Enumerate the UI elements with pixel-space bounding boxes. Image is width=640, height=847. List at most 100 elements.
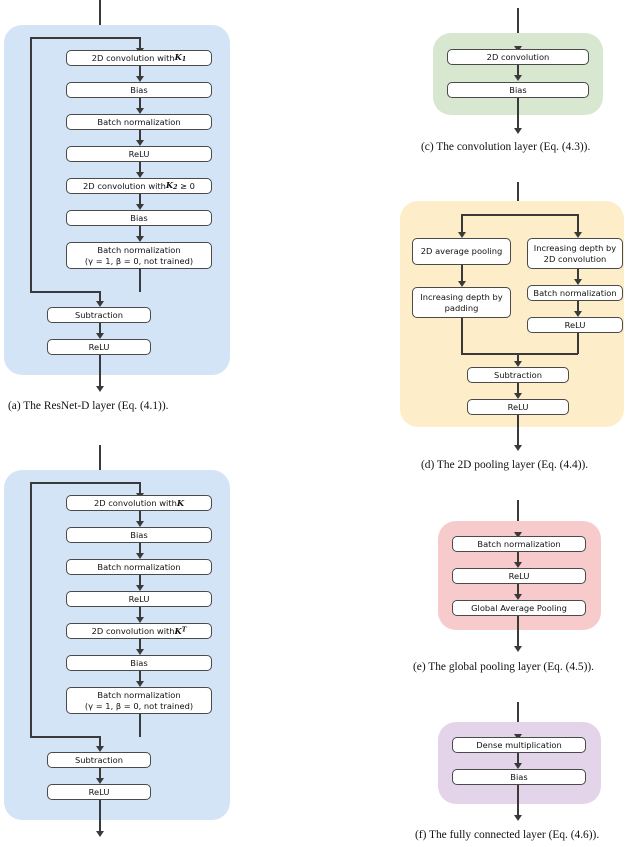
panel-d-arrowhead-right-2 (573, 311, 582, 317)
panel-a-link-2 (139, 98, 141, 110)
caption-f: (f) The fully connected layer (Eq. (4.6)… (415, 829, 600, 841)
panel-b-node-relu1-label: ReLU (128, 593, 150, 604)
panel-d-arrowhead-right-branch (573, 232, 582, 238)
panel-b-node-conv1[interactable]: 2D convolution with K (66, 495, 212, 511)
panel-d-link-right-1 (577, 269, 579, 281)
panel-e-node-bn[interactable]: Batch normalization (452, 536, 586, 552)
panel-b-node-bn1-label: Batch normalization (97, 561, 181, 572)
panel-a-arrowhead-5 (135, 204, 144, 210)
panel-b-skip-bottom (30, 736, 100, 738)
panel-a-arrowhead-8 (95, 333, 104, 339)
panel-a-node-relu1-label: ReLU (128, 148, 150, 159)
panel-a-output-line (99, 355, 101, 388)
panel-d-output-arrowhead (513, 445, 522, 451)
panel-a-node-bias1-label: Bias (130, 84, 148, 95)
panel-a-node-relu2-label: ReLU (88, 341, 110, 352)
panel-e-arrowhead-2 (513, 594, 522, 600)
panel-a-node-bias2-label: Bias (130, 212, 148, 223)
panel-e-input-arrowhead (513, 532, 522, 538)
panel-b-node-bn2-label: Batch normalization (97, 690, 181, 701)
panel-d-node-relu1[interactable]: ReLU (527, 317, 623, 333)
panel-b-node-relu1[interactable]: ReLU (66, 591, 212, 607)
panel-b-node-conv1-label: 2D convolution with (93, 497, 177, 508)
panel-a-node-bias1[interactable]: Bias (66, 82, 212, 98)
panel-e-node-gap[interactable]: Global Average Pooling (452, 600, 586, 616)
caption-c: (c) The convolution layer (Eq. (4.3)). (421, 141, 591, 153)
panel-a-node-conv2-label: 2D convolution with (83, 180, 166, 191)
panel-b-node-bn2[interactable]: Batch normalization (γ = 1, β = 0, not t… (66, 687, 212, 714)
panel-d-node-bn[interactable]: Batch normalization (527, 285, 623, 301)
caption-d: (d) The 2D pooling layer (Eq. (4.4)). (421, 459, 589, 471)
panel-d-link-left-1 (461, 265, 463, 283)
panel-a-skip-bottom (30, 291, 100, 293)
panel-c-node-conv-label: 2D convolution (486, 51, 550, 62)
panel-a-arrowhead-6 (135, 236, 144, 242)
panel-c-output-arrowhead (513, 128, 522, 134)
panel-b-node-bias2-label: Bias (130, 657, 148, 668)
panel-a-arrowhead-1 (135, 76, 144, 82)
panel-d-node-incconv[interactable]: Increasing depth by 2D convolution (527, 238, 623, 269)
panel-c-node-bias[interactable]: Bias (447, 82, 589, 98)
panel-b-node-conv1-math: K (176, 497, 185, 508)
panel-a-node-conv2-math: K2 (165, 180, 178, 192)
panel-a-node-relu1[interactable]: ReLU (66, 146, 212, 162)
panel-e-node-relu[interactable]: ReLU (452, 568, 586, 584)
panel-f-node-bias[interactable]: Bias (452, 769, 586, 785)
panel-b-node-conv2-label: 2D convolution with (91, 625, 175, 636)
panel-b-node-relu2[interactable]: ReLU (47, 784, 151, 800)
panel-e-node-relu-label: ReLU (508, 570, 530, 581)
panel-d-arrowhead-left-branch (457, 232, 466, 238)
panel-d-node-avgpool[interactable]: 2D average pooling (412, 238, 511, 265)
panel-a-skip-top (30, 37, 140, 39)
panel-e-output-line (517, 616, 519, 649)
panel-c-output-line (517, 98, 519, 131)
panel-b-node-relu2-label: ReLU (88, 786, 110, 797)
panel-f-node-bias-label: Bias (510, 771, 528, 782)
panel-d-node-avgpool-label: 2D average pooling (420, 246, 503, 257)
panel-d-arrowhead-left-1 (457, 281, 466, 287)
panel-d-node-bn-label: Batch normalization (533, 287, 617, 298)
panel-a-arrowhead-2 (135, 108, 144, 114)
panel-c-arrowhead-1 (513, 75, 522, 81)
panel-a-node-conv2[interactable]: 2D convolution with K2 ≥ 0 (66, 178, 212, 194)
panel-c-node-conv[interactable]: 2D convolution (447, 49, 589, 65)
panel-b-node-bn1[interactable]: Batch normalization (66, 559, 212, 575)
panel-b-node-subtraction[interactable]: Subtraction (47, 752, 151, 768)
panel-a-node-subtraction[interactable]: Subtraction (47, 307, 151, 323)
panel-a-node-relu2[interactable]: ReLU (47, 339, 151, 355)
panel-a-node-conv1[interactable]: 2D convolution with K1 (66, 50, 212, 66)
panel-b-output-line (99, 800, 101, 833)
panel-d-merge-right-down (577, 333, 579, 354)
panel-c-node-bias-label: Bias (509, 84, 527, 95)
panel-e-link-2 (517, 584, 519, 596)
panel-d-merge-bar-right (517, 353, 578, 355)
panel-a-node-conv1-label: 2D convolution with (91, 52, 175, 63)
panel-a-arrowhead-4 (135, 172, 144, 178)
panel-f-node-dense[interactable]: Dense multiplication (452, 737, 586, 753)
panel-d-split-left (461, 214, 463, 234)
panel-a-link-8 (99, 323, 101, 335)
panel-b-arrowhead-5 (135, 649, 144, 655)
panel-b-node-bias1[interactable]: Bias (66, 527, 212, 543)
panel-a-input-arrow-line (99, 0, 101, 38)
panel-a-node-bn2[interactable]: Batch normalization (γ = 1, β = 0, not t… (66, 242, 212, 269)
panel-d-node-incconv-label2: 2D convolution (543, 253, 607, 264)
panel-f-output-line (517, 785, 519, 818)
panel-b-node-bn2-params: (γ = 1, β = 0, not trained) (84, 700, 194, 711)
panel-a-node-bn1[interactable]: Batch normalization (66, 114, 212, 130)
panel-a-arrow-in-conv1 (139, 37, 141, 50)
panel-a-output-arrowhead (95, 386, 104, 392)
panel-a-link-3 (139, 130, 141, 142)
panel-e-link-1 (517, 552, 519, 564)
panel-b-node-bias2[interactable]: Bias (66, 655, 212, 671)
panel-d-node-incpad[interactable]: Increasing depth by padding (412, 287, 511, 318)
panel-b-skip-top (30, 482, 140, 484)
panel-b-node-subtraction-label: Subtraction (75, 754, 123, 765)
panel-d-arrowhead-subtraction (513, 361, 522, 367)
panel-b-node-conv2[interactable]: 2D convolution with KT (66, 623, 212, 639)
panel-a-node-bias2[interactable]: Bias (66, 210, 212, 226)
panel-d-node-relu2[interactable]: ReLU (467, 399, 569, 415)
panel-d-node-subtraction[interactable]: Subtraction (467, 367, 569, 383)
panel-d-node-relu2-label: ReLU (507, 401, 529, 412)
panel-a-link-4 (139, 162, 141, 174)
